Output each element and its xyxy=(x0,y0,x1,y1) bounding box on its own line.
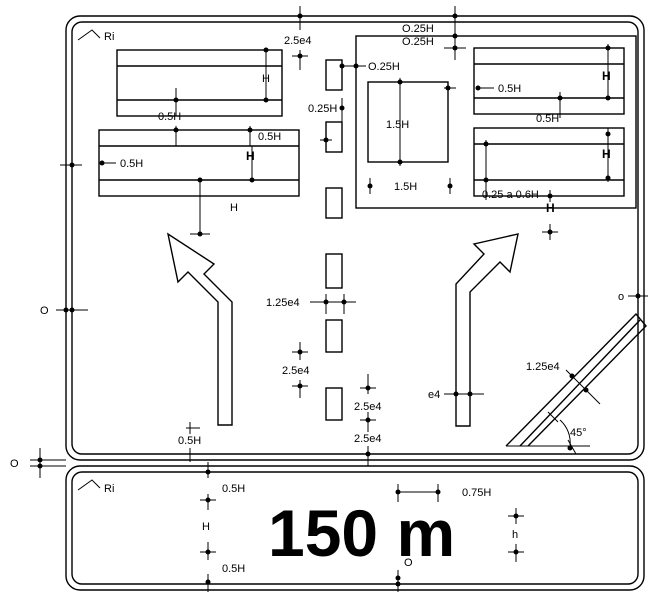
diag-angle: 45° xyxy=(570,427,587,439)
diagonal-restriction-bar: 45° 1.25e4 o xyxy=(505,291,648,455)
lower-outer-o-marker: O xyxy=(10,458,19,470)
lower-panel: Ri O 0.5H H 0.5H 150 m 0.75H xyxy=(10,448,645,592)
lower-corner-label: Ri xyxy=(104,483,114,495)
lower-dim-05h-top: 0.5H xyxy=(222,483,245,495)
dim-025h-d: 0.25H xyxy=(308,103,337,115)
lower-dim-h: H xyxy=(202,521,210,533)
upper-panel-inner-border xyxy=(71,21,639,455)
left-destination-box-2: 0.5H H 0.5H H xyxy=(98,126,300,237)
left-box2-05h-top: 0.5H xyxy=(258,131,281,143)
right-box2-h: H xyxy=(602,147,611,161)
lower-dim-h-small: h xyxy=(512,529,518,541)
dim-025h-c: O.25H xyxy=(402,36,434,48)
dim-e4-right: e4 xyxy=(428,389,440,401)
center-sign-group: 1.5H 1.5H xyxy=(355,35,637,209)
dim-025h-a: O.25H xyxy=(368,61,400,73)
lower-panel-inner-border xyxy=(71,471,639,585)
dim-25e4-low2: 2.5e4 xyxy=(354,433,382,445)
left-box2-05h-left: 0.5H xyxy=(120,158,143,170)
left-box2-h-below: H xyxy=(230,202,238,214)
center-bottom-15h: 1.5H xyxy=(394,181,417,193)
upper-left-o-marker: O xyxy=(40,305,49,317)
right-h-below: H xyxy=(546,201,555,215)
lower-dim-05h-bottom: 0.5H xyxy=(222,563,245,575)
dim-05h-bottom-left: 0.5H xyxy=(178,435,201,447)
upper-panel-outer-border xyxy=(65,15,645,461)
left-box1-05h-label: 0.5H xyxy=(158,111,181,123)
sign-distance-text: 150 m xyxy=(268,496,455,570)
right-destination-box-2: 0.5H H 0.25 a 0.6H H xyxy=(473,113,625,240)
center-square-label: 1.5H xyxy=(386,119,409,131)
lower-dim-o: O xyxy=(404,557,413,569)
dim-125e4-mid: 1.25e4 xyxy=(266,297,300,309)
lower-corner-radius-marker xyxy=(77,479,101,491)
lower-panel-outer-border xyxy=(65,465,645,591)
right-box1-h: H xyxy=(602,69,611,83)
upper-corner-label: Ri xyxy=(104,31,114,43)
dim-025h-b: O.25H xyxy=(402,23,434,35)
right-o-marker: o xyxy=(618,291,624,303)
right-box2-05h: 0.5H xyxy=(536,113,559,125)
left-direction-arrow xyxy=(166,232,233,426)
dim-25e4-top: 2.5e4 xyxy=(284,35,312,47)
left-destination-box-1: H 0.5H xyxy=(116,47,283,123)
left-box1-h-label: H xyxy=(262,73,270,85)
diag-125e4: 1.25e4 xyxy=(526,361,560,373)
upper-corner-radius-marker xyxy=(77,29,101,41)
right-box1-05h: 0.5H xyxy=(498,83,521,95)
right-direction-arrow xyxy=(455,233,519,427)
left-box2-h-bold: H xyxy=(246,149,255,163)
dim-25e4-mid: 2.5e4 xyxy=(282,365,310,377)
right-destination-box-1: H 0.5H xyxy=(473,44,625,118)
dim-25e4-low1: 2.5e4 xyxy=(354,401,382,413)
lower-dim-075h: 0.75H xyxy=(462,487,491,499)
right-025-06h: 0.25 a 0.6H xyxy=(482,189,539,201)
upper-panel: Ri O H 0.5H xyxy=(40,6,648,466)
center-lane-separator xyxy=(325,59,343,421)
